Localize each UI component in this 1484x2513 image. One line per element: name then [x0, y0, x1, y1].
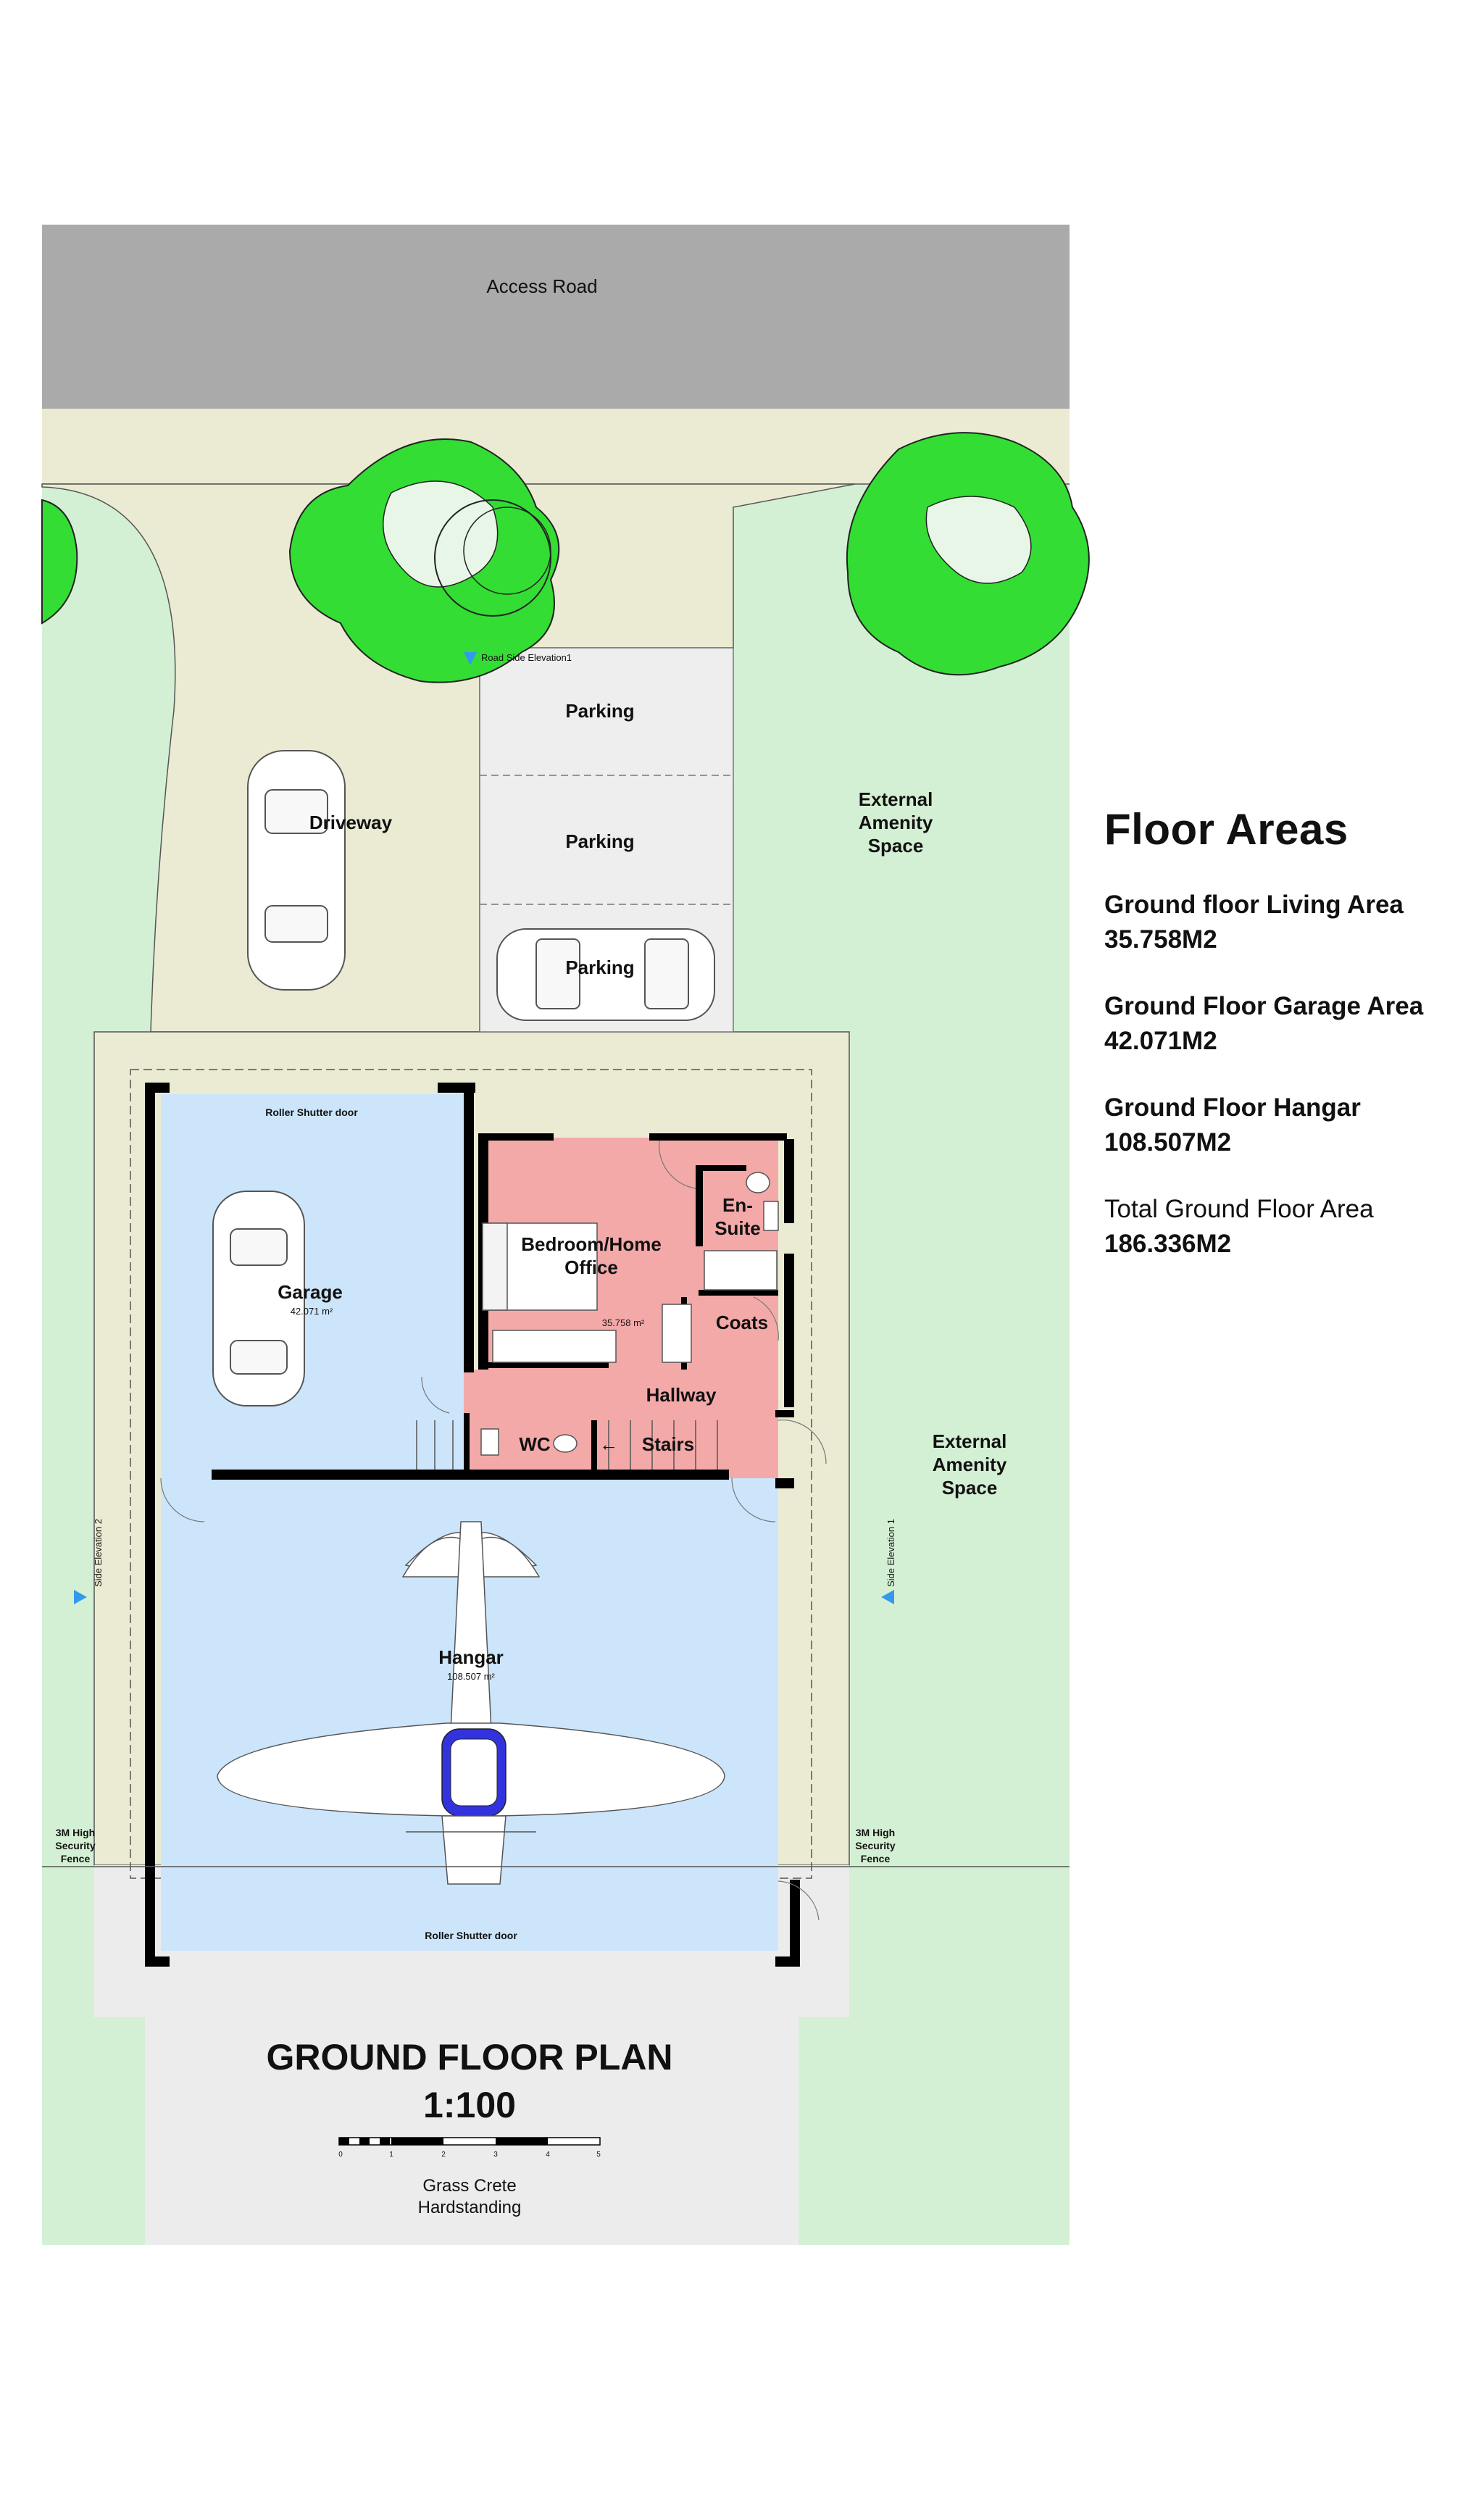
- area-garage-value: 42.071M2: [1104, 1027, 1217, 1055]
- parking-label-3: Parking: [565, 957, 634, 978]
- area-living-value: 35.758M2: [1104, 925, 1217, 954]
- fence-left-line-2: Security: [55, 1840, 95, 1851]
- roller-door-top-label: Roller Shutter door: [265, 1107, 358, 1118]
- garage-area-label: 42.071 m²: [291, 1306, 333, 1317]
- access-road: [42, 225, 1070, 409]
- hardstanding-line-1: Grass Crete: [422, 2176, 516, 2196]
- bedroom-label-line-1: Bedroom/Home: [521, 1233, 662, 1255]
- stair-treads: [416, 1420, 718, 1470]
- side-elevation-right-label: Side Elevation 1: [885, 1519, 896, 1587]
- desk: [492, 1330, 617, 1363]
- area-hangar-title: Ground Floor Hangar: [1104, 1093, 1361, 1122]
- car-driveway: [247, 750, 346, 991]
- wardrobe: [662, 1304, 692, 1363]
- floor-areas-heading: Floor Areas: [1104, 805, 1348, 854]
- fence-left-line-1: 3M High: [56, 1827, 95, 1838]
- scale-bar: [338, 2137, 601, 2146]
- car-garage: [212, 1191, 305, 1406]
- road-elevation-marker: [464, 652, 477, 665]
- hangar-label: Hangar: [438, 1646, 504, 1668]
- scale-tick-1: 1: [389, 2151, 393, 2159]
- fence-right-line-3: Fence: [861, 1853, 891, 1864]
- tree-left: [288, 438, 560, 683]
- wc-label: WC: [519, 1433, 551, 1455]
- amenity-top-line-2: Amenity: [859, 812, 933, 833]
- driveway-label: Driveway: [309, 812, 393, 833]
- ensuite-basin: [763, 1201, 779, 1231]
- driveway-area: [41, 483, 856, 1033]
- amenity-right-line-1: External: [933, 1430, 1007, 1452]
- fence-right-line-2: Security: [855, 1840, 895, 1851]
- parking-label-1: Parking: [565, 700, 634, 722]
- grass-crete-hardstanding: [145, 2017, 799, 2245]
- tree-edge: [41, 499, 78, 625]
- amenity-top-line-1: External: [859, 788, 933, 810]
- tree-right: [846, 432, 1090, 676]
- amenity-right-line-2: Amenity: [933, 1454, 1007, 1475]
- hardstanding-line-2: Hardstanding: [418, 2198, 522, 2217]
- fence-right-line-1: 3M High: [856, 1827, 895, 1838]
- side-elevation-left-label: Side Elevation 2: [93, 1519, 104, 1587]
- side-elevation-marker-right: [881, 1590, 894, 1604]
- area-total-title: Total Ground Floor Area: [1104, 1195, 1374, 1223]
- fence-left-line-3: Fence: [61, 1853, 91, 1864]
- area-total: Total Ground Floor Area 186.336M2: [1104, 1192, 1467, 1262]
- ensuite-label-line-1: En-: [722, 1194, 753, 1216]
- hallway-label: Hallway: [646, 1384, 717, 1406]
- parking-label-2: Parking: [565, 830, 634, 852]
- door-arcs: [160, 1140, 827, 1921]
- garage-room: [161, 1094, 464, 1478]
- area-living-title: Ground floor Living Area: [1104, 891, 1404, 919]
- aircraft: [217, 1521, 725, 1885]
- plan-title: GROUND FLOOR PLAN: [266, 2037, 672, 2078]
- amenity-right-line-3: Space: [942, 1477, 998, 1499]
- garage-label: Garage: [278, 1281, 343, 1303]
- ensuite-toilet: [746, 1172, 770, 1193]
- scale-tick-5: 5: [596, 2151, 601, 2159]
- area-hangar-value: 108.507M2: [1104, 1128, 1232, 1157]
- area-total-value: 186.336M2: [1104, 1230, 1232, 1258]
- shower-tray: [704, 1250, 778, 1291]
- roller-door-bottom-label: Roller Shutter door: [425, 1930, 517, 1941]
- bed: [482, 1222, 598, 1311]
- stairs-label: Stairs: [642, 1433, 694, 1455]
- scale-tick-3: 3: [493, 2151, 498, 2159]
- wc-toilet: [553, 1434, 578, 1453]
- ensuite-label-line-2: Suite: [714, 1217, 761, 1239]
- area-garage: Ground Floor Garage Area 42.071M2: [1104, 989, 1467, 1059]
- floor-areas-panel: Floor Areas Ground floor Living Area 35.…: [1104, 804, 1467, 1293]
- area-living: Ground floor Living Area 35.758M2: [1104, 888, 1467, 957]
- stairs-arrow-icon: ←: [599, 1433, 618, 1455]
- coats-label: Coats: [716, 1312, 768, 1333]
- road-elevation-label: Road Side Elevation1: [481, 652, 572, 663]
- area-hangar: Ground Floor Hangar 108.507M2: [1104, 1091, 1467, 1160]
- bedroom-label-line-2: Office: [564, 1256, 618, 1278]
- side-elevation-marker-left: [74, 1590, 87, 1604]
- area-garage-title: Ground Floor Garage Area: [1104, 992, 1424, 1020]
- scale-tick-4: 4: [546, 2151, 550, 2159]
- hangar-area-label: 108.507 m²: [447, 1671, 495, 1682]
- scale-tick-2: 2: [441, 2151, 446, 2159]
- building-walls: [145, 1083, 800, 1967]
- car-parking: [496, 928, 715, 1021]
- access-road-label: Access Road: [486, 275, 597, 297]
- amenity-top-line-3: Space: [868, 835, 924, 857]
- wc-basin: [480, 1428, 499, 1456]
- plan-scale: 1:100: [423, 2085, 516, 2125]
- scale-tick-0: 0: [338, 2151, 343, 2159]
- bedroom-area-label: 35.758 m²: [602, 1317, 645, 1328]
